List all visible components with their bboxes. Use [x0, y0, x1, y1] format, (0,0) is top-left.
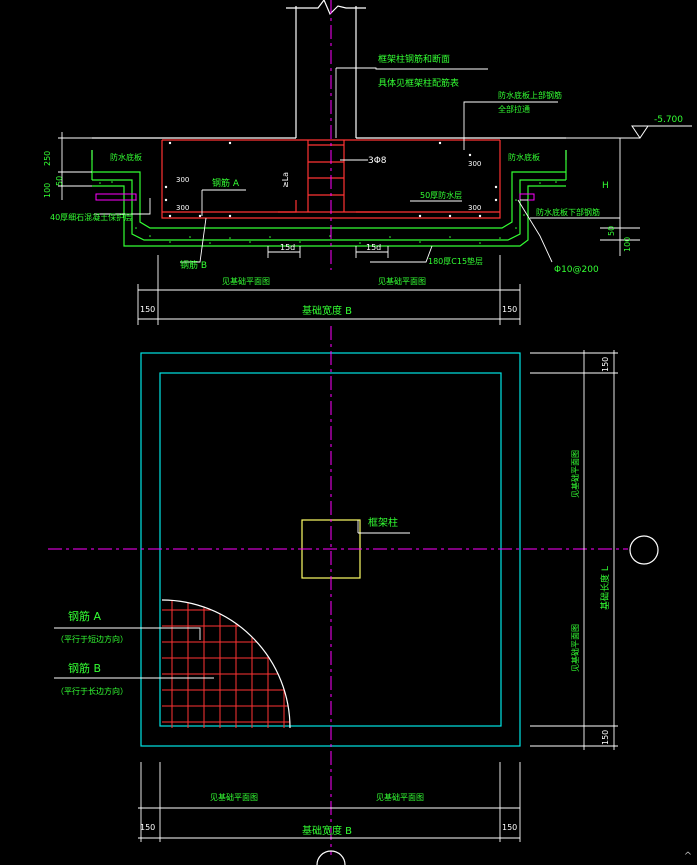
- right-dims: [600, 137, 640, 256]
- section-bottom-dims: [137, 255, 521, 325]
- dim-right-150-bottom: 150: [601, 730, 610, 745]
- grid-axis-circle-right: [629, 535, 659, 565]
- label-floor-left: 防水底板: [110, 152, 142, 162]
- label-bottom-width-b: 基础宽度 B: [302, 824, 352, 837]
- elevation-marker: [566, 125, 692, 139]
- label-frame-column: 框架柱: [368, 516, 398, 529]
- section-view: [58, 0, 692, 325]
- text-labels: 框架柱钢筋和断面 具体见框架柱配筋表 防水底板上部钢筋 全部拉通 -5.700 …: [43, 53, 683, 837]
- dim-300-r2: 300: [468, 204, 481, 212]
- dim-bottom-150-left: 150: [140, 823, 155, 832]
- dim-150-left: 150: [140, 305, 155, 314]
- label-cushion-40: 40厚细石混凝土保护层: [50, 212, 132, 222]
- dim-right-150-top: 150: [601, 357, 610, 372]
- waterproof-pad-right: [519, 193, 535, 201]
- label-elevation: -5.700: [654, 115, 683, 125]
- plan-leaders: [54, 520, 410, 679]
- plan-bottom-dims: [138, 762, 521, 842]
- label-bottom-see-plan-left: 见基础平面图: [210, 792, 258, 802]
- plan-rebar-grid: [162, 600, 290, 728]
- dim-300-r1: 300: [468, 160, 481, 168]
- label-col-rebar-2: 具体见框架柱配筋表: [378, 77, 459, 89]
- label-right-see-plan-2: 见基础平面图: [570, 624, 580, 672]
- dim-300-l2: 300: [176, 204, 189, 212]
- rebar-dots: [164, 141, 498, 218]
- label-la: ≥La: [281, 172, 290, 188]
- label-see-plan-left: 见基础平面图: [222, 276, 270, 286]
- label-plan-rebar-a: 钢筋 A: [68, 609, 101, 623]
- grid-axis-circle-bottom: [316, 850, 346, 865]
- label-15d-left: 15d: [280, 243, 295, 252]
- leader-lines: [94, 67, 620, 263]
- dim-bottom-150-right: 150: [502, 823, 517, 832]
- 15d-dims: [267, 245, 433, 263]
- label-bottom-see-plan-right: 见基础平面图: [376, 792, 424, 802]
- label-phi-spacing: Φ10@200: [554, 265, 599, 275]
- dim-150-right: 150: [502, 305, 517, 314]
- dim-100b: 100: [623, 237, 632, 252]
- slab-outline: [91, 137, 567, 160]
- label-width-b: 基础宽度 B: [302, 304, 352, 317]
- label-h: H: [602, 181, 609, 191]
- label-waterproof-50: 50厚防水层: [420, 190, 462, 200]
- plan-right-dims: [530, 350, 618, 750]
- label-stirrup: 3Φ8: [368, 156, 387, 166]
- dim-300-l1: 300: [176, 176, 189, 184]
- left-dims: [58, 132, 92, 200]
- label-floor-right: 防水底板: [508, 152, 540, 162]
- waterproof-pad-left: [95, 193, 137, 201]
- column-outline: [286, 0, 366, 138]
- label-15d-right: 15d: [366, 243, 381, 252]
- dim-250: 250: [43, 151, 52, 166]
- label-waterproof-top-1: 防水底板上部钢筋: [498, 90, 562, 100]
- label-waterproof-bottom: 防水底板下部钢筋: [536, 207, 600, 217]
- label-plan-rebar-b: 钢筋 B: [68, 661, 101, 675]
- label-see-plan-right: 见基础平面图: [378, 276, 426, 286]
- dim-100: 100: [43, 183, 52, 198]
- chevron-up-icon[interactable]: ^: [683, 851, 693, 862]
- label-rebar-a: 钢筋 A: [212, 177, 240, 189]
- label-plan-rebar-b-note: （平行于长边方向）: [56, 686, 128, 696]
- label-right-see-plan-1: 见基础平面图: [570, 450, 580, 498]
- label-rebar-b: 钢筋 B: [180, 259, 207, 271]
- label-plan-rebar-a-note: （平行于短边方向）: [56, 634, 128, 644]
- dim-50: 50: [55, 176, 64, 186]
- label-waterproof-top-2: 全部拉通: [498, 104, 530, 114]
- dim-50b: 50: [607, 226, 616, 236]
- plan-rebar-arc: [161, 599, 291, 729]
- label-cushion-180: 180厚C15垫层: [428, 256, 483, 266]
- foundation-body: [91, 150, 567, 247]
- label-col-rebar-1: 框架柱钢筋和断面: [378, 53, 450, 65]
- plan-view: [48, 326, 659, 865]
- label-right-length: 基础长度 L: [599, 566, 611, 610]
